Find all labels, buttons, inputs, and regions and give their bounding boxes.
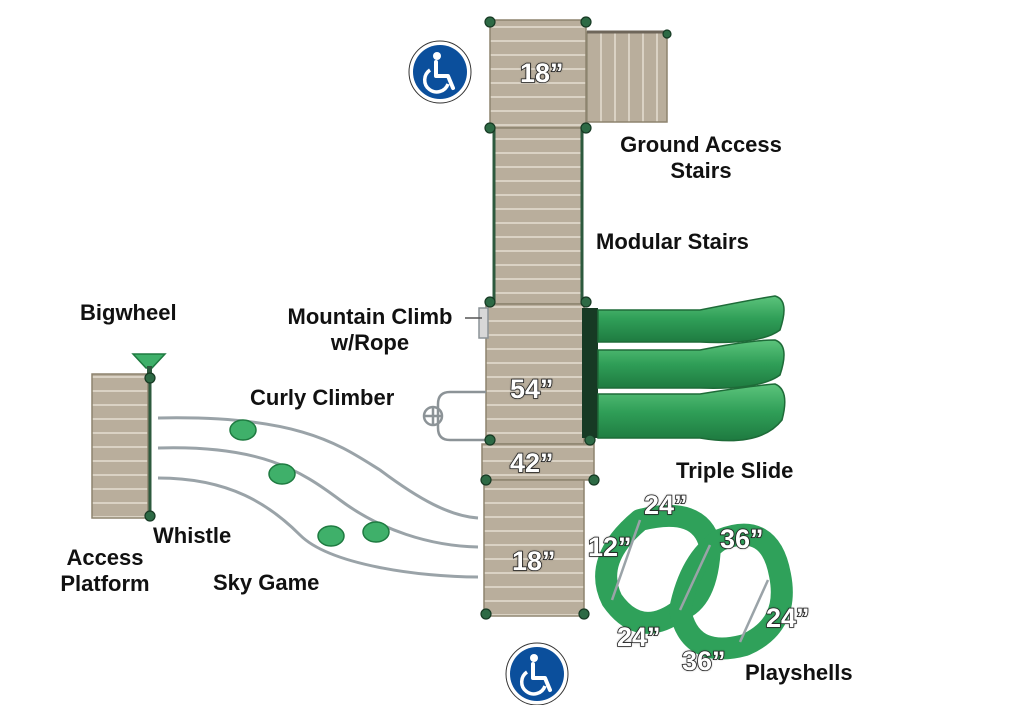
bigwheel-funnel [131,353,167,378]
wheelchair-accessible-icon [408,40,472,104]
height-playshell-a: 24” [643,489,688,521]
label-whistle: Whistle [153,523,232,548]
label-sky-game: Sky Game [213,570,320,595]
height-playshell-d: 24” [765,602,810,634]
label-triple-slide: Triple Slide [676,458,794,483]
mountain-climb [478,307,489,339]
height-middle-deck: 54” [509,373,554,405]
playshells [595,504,793,660]
sky-game [157,416,479,579]
bottom-deck [483,479,585,617]
modular-stairs [492,127,584,305]
access-platform [91,373,152,519]
wheelchair-accessible-icon [505,642,569,705]
curly-climber [422,390,486,442]
posts [144,16,672,620]
middle-deck [485,303,585,445]
ground-access-stairs [586,30,668,123]
sky-game-balls [229,419,390,547]
height-transfer-deck: 42” [509,447,554,479]
transfer-deck [481,443,595,481]
label-bigwheel: Bigwheel [80,300,177,325]
label-playshells: Playshells [745,660,853,685]
label-curly-climber: Curly Climber [250,385,395,410]
height-playshell-c: 12” [587,531,632,563]
height-bottom-deck: 18” [511,545,556,577]
playshell-bars [610,519,770,643]
height-playshell-f: 36” [681,645,726,677]
label-modular-stairs: Modular Stairs [596,229,749,254]
height-top-deck: 18” [519,57,564,89]
height-playshell-e: 24” [616,621,661,653]
height-playshell-b: 36” [719,523,764,555]
triple-slide [582,295,786,442]
